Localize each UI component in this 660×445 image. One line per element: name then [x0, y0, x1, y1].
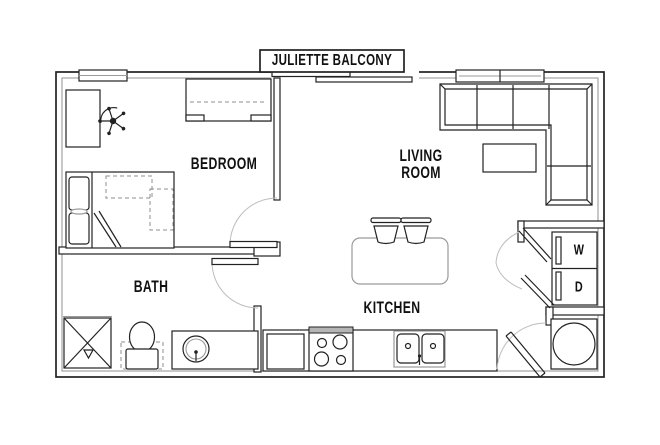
shower — [63, 315, 112, 369]
stove — [308, 326, 354, 372]
bathroom-vanity — [171, 330, 259, 370]
living-room-window — [455, 69, 545, 83]
office-chair — [98, 106, 126, 136]
kitchen-counter — [262, 329, 498, 372]
bath-door — [211, 257, 259, 309]
coffee-table — [482, 143, 537, 173]
kitchen-sink — [393, 330, 446, 368]
bedroom-door — [229, 197, 278, 249]
kitchen-island — [351, 237, 449, 285]
toilet — [120, 321, 164, 370]
bedroom-window — [78, 69, 128, 82]
entry-door — [496, 322, 547, 378]
bed — [65, 171, 175, 249]
washer-dryer-closet — [551, 231, 598, 306]
balcony-label-box — [259, 49, 405, 73]
sectional-sofa — [439, 83, 593, 206]
bar-stool — [370, 217, 402, 245]
bedroom-desk — [65, 89, 101, 148]
laundry-bifold-doors — [495, 227, 555, 309]
bar-stool — [400, 217, 432, 245]
water-heater — [550, 318, 598, 370]
bedroom-closet — [185, 78, 272, 122]
